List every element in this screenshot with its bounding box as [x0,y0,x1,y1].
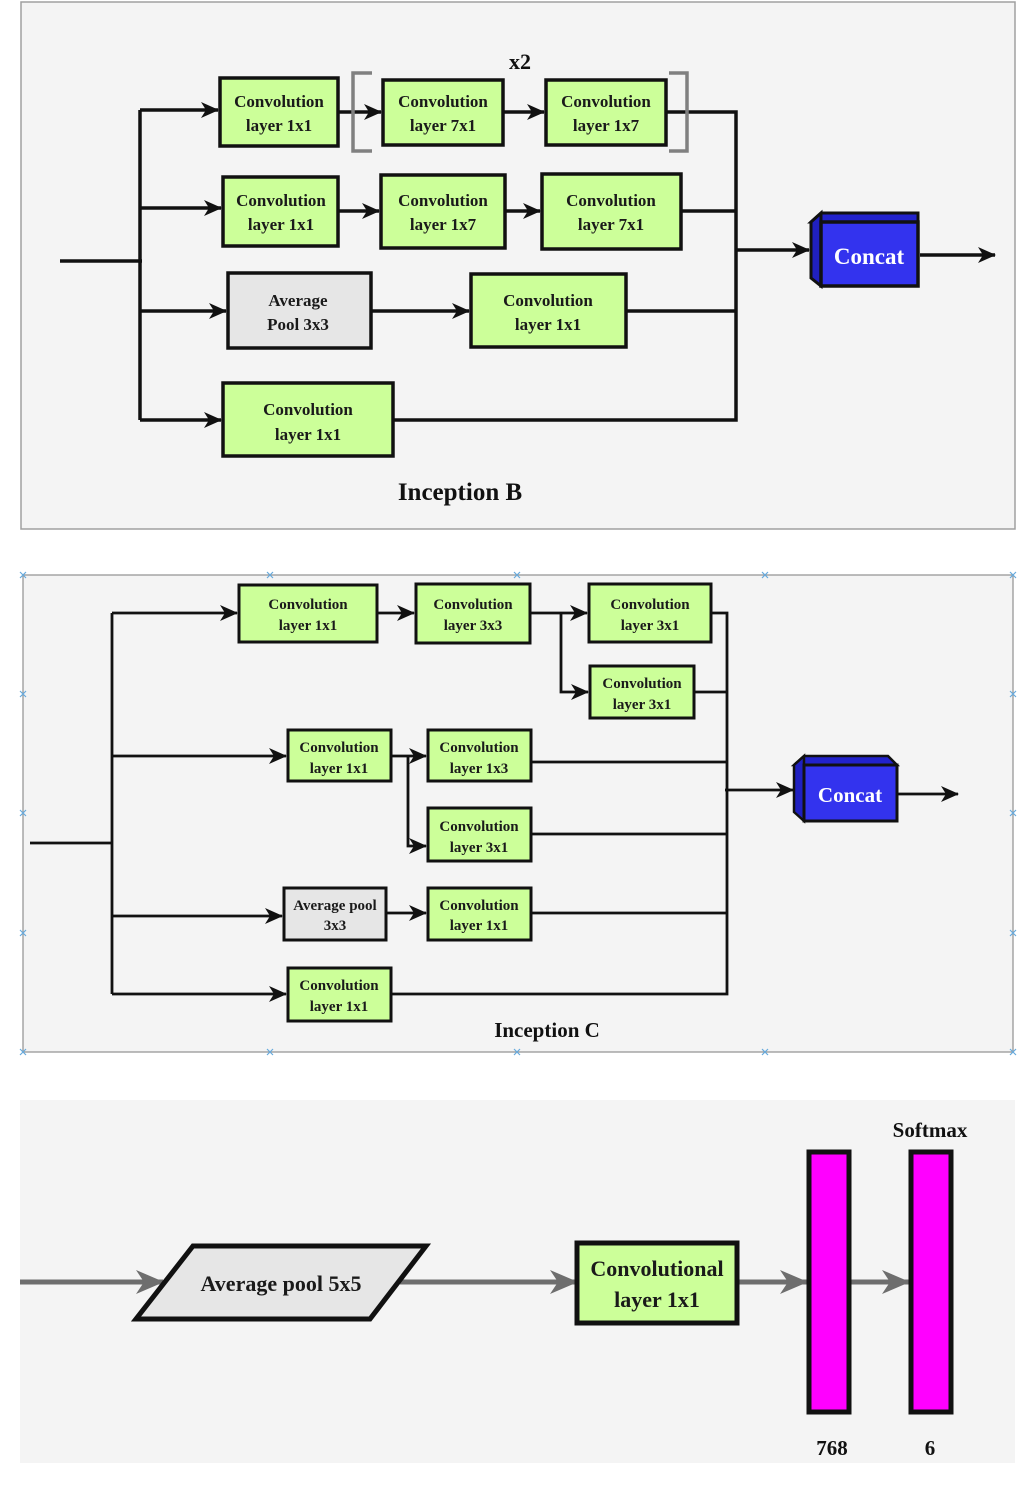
inception-c-b1-conv3a[interactable]: Convolution layer 3x1 [587,582,713,644]
inception-b-b3-pool[interactable]: Average Pool 3x3 [226,271,373,350]
box-line-2: layer 1x1 [279,618,337,634]
box-line-1: Convolution [398,191,488,210]
inception-b-concat[interactable]: Concat [807,209,920,290]
concat-label: Concat [834,244,905,269]
concat-label: Concat [818,783,882,807]
selection-handles [19,571,1017,1056]
box-line-1: Convolution [299,978,379,994]
box-line-1: Average pool [293,898,376,914]
box-line-2: layer 3x1 [621,618,679,634]
box-line-2: layer 1x1 [275,425,341,444]
inception-c-b2-conv2a[interactable]: Convolution layer 1x3 [426,728,533,783]
box-line-1: Convolution [610,597,690,613]
box-line-2: layer 1x1 [248,215,314,234]
inception-b-title: Inception B [398,479,522,506]
inception-b-b2-conv2[interactable]: Convolution layer 1x7 [379,173,507,250]
repeat-bracket [351,71,689,153]
inception-b-b4-conv1[interactable]: Convolution layer 1x1 [221,381,395,458]
box-line-1: Convolution [236,191,326,210]
fc-layer-768[interactable] [806,1149,852,1415]
box-line-1: Average [268,291,328,310]
inception-b-connectors [60,102,996,428]
box-line-1: Convolution [503,291,593,310]
inception-b-b1-conv3[interactable]: Convolution layer 1x7 [544,78,668,147]
box-line-1: Convolution [566,191,656,210]
inception-c-b1-conv2[interactable]: Convolution layer 3x3 [414,582,532,645]
softmax-label: Softmax [893,1118,968,1142]
box-line-2: layer 3x1 [450,840,508,856]
inception-b-b1-conv1[interactable]: Convolution layer 1x1 [218,76,340,148]
box-line-2: layer 1x7 [573,116,640,135]
box-line-1: Convolution [299,740,379,756]
box-line-1: Convolution [398,92,488,111]
box-line-2: 3x3 [324,918,347,934]
fc2-size-label: 6 [925,1436,936,1460]
inception-c-b1-conv1[interactable]: Convolution layer 1x1 [237,583,379,644]
box-line-2: layer 1x7 [410,215,477,234]
inception-b-b2-conv1[interactable]: Convolution layer 1x1 [221,175,340,248]
fc-layer-softmax[interactable] [908,1149,954,1415]
box-line-1: Convolution [439,898,519,914]
box-line-2: layer 7x1 [410,116,476,135]
box-line-2: Pool 3x3 [267,315,329,334]
box-line-2: layer 1x1 [310,761,368,777]
box-line-2: layer 1x1 [515,315,581,334]
inception-b-b2-conv3[interactable]: Convolution layer 7x1 [540,172,683,251]
box-line-2: layer 1x1 [450,918,508,934]
box-line-1: Convolution [602,676,682,692]
pool-label: Average pool 5x5 [201,1271,362,1296]
inception-c-b4-conv1[interactable]: Convolution layer 1x1 [286,966,393,1023]
box-line-2: layer 7x1 [578,215,644,234]
inception-b-b1-conv2[interactable]: Convolution layer 7x1 [381,78,505,147]
repeat-label: x2 [509,49,531,74]
inception-c-title: Inception C [494,1018,600,1042]
box-line-1: Convolution [561,92,651,111]
box-line-1: Convolution [433,597,513,613]
inception-c-concat[interactable]: Concat [790,753,901,824]
box-line-1: Convolution [439,819,519,835]
box-line-2: layer 1x1 [246,116,312,135]
box-line-2: layer 3x1 [613,697,671,713]
box-line-1: Convolution [263,400,353,419]
auxiliary-avg-pool[interactable]: Average pool 5x5 [130,1243,432,1322]
inception-c-b3-conv1[interactable]: Convolution layer 1x1 [426,886,533,942]
box-line-2: layer 1x1 [310,999,368,1015]
box-line-1: Convolution [439,740,519,756]
inception-c-b2-conv1[interactable]: Convolution layer 1x1 [286,728,393,783]
inception-c-b1-conv3b[interactable]: Convolution layer 3x1 [588,664,696,720]
inception-c-b2-conv2b[interactable]: Convolution layer 3x1 [426,806,533,863]
box-line-1: Convolutional [590,1256,723,1281]
fc1-size-label: 768 [816,1436,848,1460]
box-line-2: layer 1x3 [450,761,508,777]
inception-c-b3-pool[interactable]: Average pool 3x3 [282,886,388,942]
inception-b-b3-conv1[interactable]: Convolution layer 1x1 [469,272,628,349]
box-line-2: layer 1x1 [614,1287,700,1312]
auxiliary-panel: Average pool 5x5 Convolutional layer 1x1… [20,1100,1015,1463]
box-line-2: layer 3x3 [444,618,502,634]
inception-c-panel: Convolution layer 1x1 Convolution layer … [19,571,1017,1056]
box-line-1: Convolution [268,597,348,613]
inception-b-panel: x2 Convolution layer 1x1 Convolution lay… [20,1,1016,530]
inception-c-connectors [30,605,959,1002]
auxiliary-conv[interactable]: Convolutional layer 1x1 [574,1240,740,1326]
box-line-1: Convolution [234,92,324,111]
